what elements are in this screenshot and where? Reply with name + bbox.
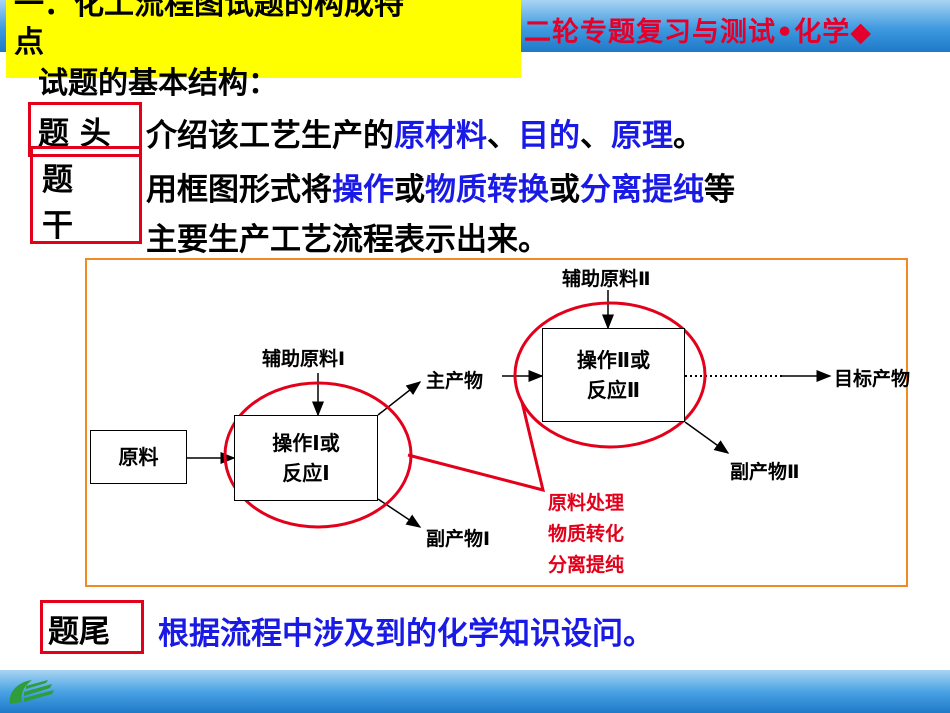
note-line1: 原料处理 (548, 492, 625, 514)
section-title-line2: 点 (14, 25, 44, 60)
stem-highlight-operation: 操作 (332, 172, 394, 208)
target-product: 目标产物 (834, 368, 911, 390)
operation1-line1: 操作Ⅰ或 (272, 431, 340, 455)
stem-line1-prefix: 用框图形式将 (146, 172, 332, 208)
head-text-prefix: 介绍该工艺生产的 (146, 118, 394, 154)
highlight-ellipse-op2 (513, 301, 707, 449)
stem-line1-end: 等 (704, 172, 735, 208)
process-flow-diagram (85, 258, 908, 587)
note-line3: 分离提纯 (548, 554, 625, 576)
head-highlight-raw-material: 原材料 (394, 118, 487, 154)
stem-label-box (30, 146, 142, 244)
course-title: 二轮专题复习与测试•化学◆ (524, 17, 873, 48)
by-product2: 副产物Ⅱ (730, 461, 800, 483)
connector-to-note (407, 401, 546, 493)
publisher-logo-icon (9, 680, 54, 704)
head-label-box (28, 102, 142, 157)
arrow-op1-to-main (377, 381, 422, 416)
stem-or2: 或 (549, 172, 580, 208)
by-product1: 副产物Ⅰ (426, 528, 491, 550)
stem-highlight-separation: 分离提纯 (580, 172, 704, 208)
stem-highlight-transformation: 物质转换 (425, 172, 549, 208)
note-line2: 物质转化 (548, 523, 625, 545)
head-sep2: 、 (580, 118, 611, 154)
operation1-box: 操作Ⅰ或 反应Ⅰ (234, 415, 378, 501)
main-product: 主产物 (426, 370, 484, 392)
section-title-line1: 一．化工流程图试题的构成特 (14, 0, 404, 22)
structure-subtitle: 试题的基本结构： (38, 66, 278, 101)
section-title-box: 一．化工流程图试题的构成特 点 (6, 0, 521, 78)
tail-label: 题尾 (48, 614, 110, 650)
stem-or1: 或 (394, 172, 425, 208)
head-highlight-principle: 原理 (611, 118, 673, 154)
operation2-box: 操作Ⅱ或 反应Ⅱ (542, 328, 685, 422)
stem-label-char2: 干 (42, 208, 73, 244)
operation2-line1: 操作Ⅱ或 (576, 348, 651, 372)
stem-line1: 用框图形式将操作或物质转换或分离提纯等 (146, 164, 735, 209)
head-highlight-purpose: 目的 (518, 118, 580, 154)
operation2-line2: 反应Ⅱ (586, 378, 641, 402)
bottom-banner (0, 670, 950, 713)
section-title: 一．化工流程图试题的构成特 点 (14, 0, 519, 62)
operation1-line2: 反应Ⅰ (282, 461, 330, 485)
stem-label-char1: 题 (42, 162, 73, 198)
raw-material-box: 原料 (90, 430, 187, 484)
head-end: 。 (673, 118, 704, 154)
tail-label-box (40, 600, 144, 654)
arrow-op2-to-by2 (684, 421, 730, 454)
arrow-op1-to-by1 (377, 498, 422, 528)
head-description: 介绍该工艺生产的原材料、目的、原理。 (146, 110, 704, 155)
auxiliary-material2: 辅助原料Ⅱ (562, 268, 651, 290)
stem-line2: 主要生产工艺流程表示出来。 (146, 222, 549, 258)
auxiliary-material1: 辅助原料Ⅰ (262, 348, 346, 370)
head-sep1: 、 (487, 118, 518, 154)
tail-description: 根据流程中涉及到的化学知识设问。 (158, 616, 654, 652)
process-note: 原料处理 物质转化 分离提纯 (548, 488, 624, 581)
